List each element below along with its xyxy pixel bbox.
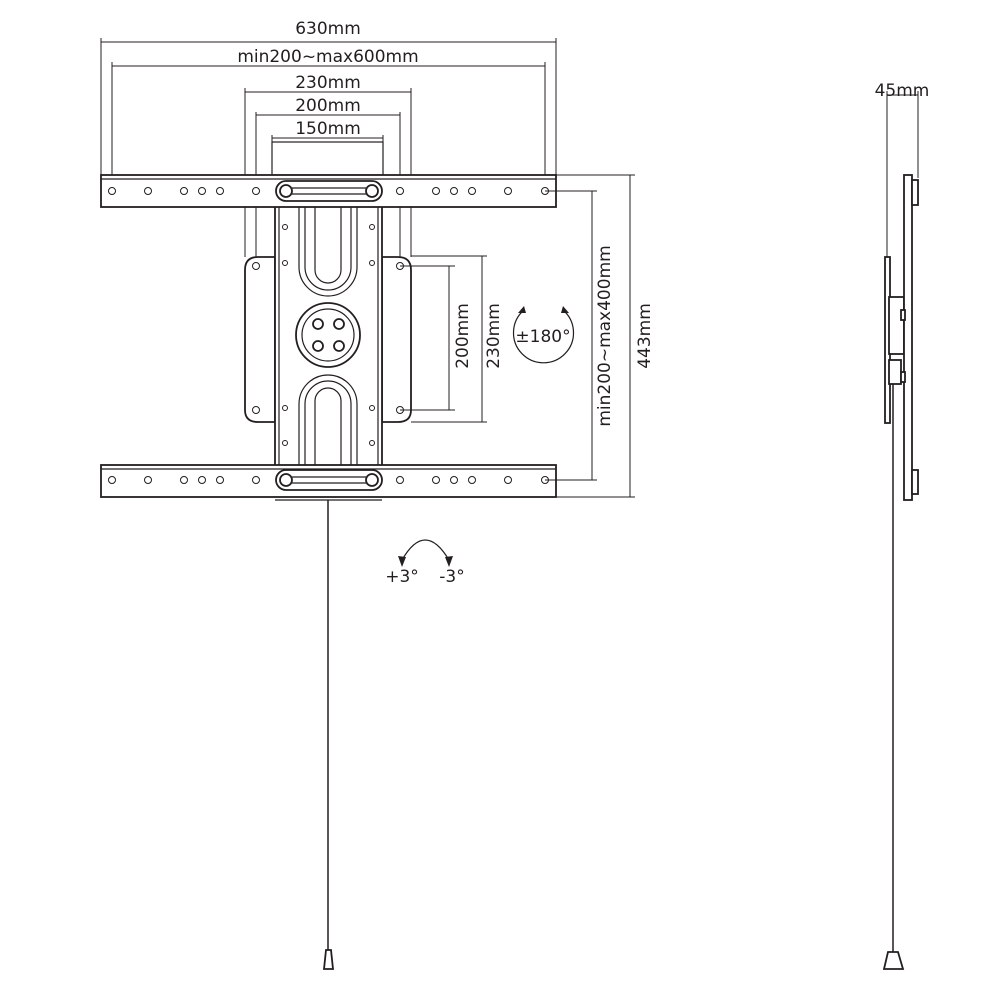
pull-cord-front: [323, 500, 334, 970]
dim-630mm: 630mm: [295, 19, 361, 39]
tilt-up-label: +3°: [385, 567, 419, 587]
dim-vesa-height: min200~max400mm: [595, 245, 615, 426]
top-dimensions: [100, 38, 557, 266]
dim-vesa-width: min200~max600mm: [237, 47, 418, 67]
dim-230mm-width: 230mm: [295, 73, 361, 93]
dim-230mm-height: 230mm: [484, 303, 504, 369]
rotation-hub: [295, 302, 361, 368]
dim-443mm: 443mm: [635, 303, 655, 369]
tilt-down-label: -3°: [439, 567, 464, 587]
side-view: [882, 91, 919, 970]
rotation-label: ±180°: [515, 327, 570, 347]
dim-45mm: 45mm: [875, 81, 930, 101]
dim-200mm-width: 200mm: [295, 96, 361, 116]
dim-200mm-height: 200mm: [453, 303, 473, 369]
side-wing-plates: [244, 256, 412, 423]
dim-150mm-width: 150mm: [295, 119, 361, 139]
top-rail: [100, 174, 557, 208]
right-dimensions: [400, 174, 635, 498]
bottom-rail: [100, 464, 557, 501]
rotation-arrows-icon: [512, 306, 575, 364]
tilt-arrows-icon: [398, 539, 453, 567]
